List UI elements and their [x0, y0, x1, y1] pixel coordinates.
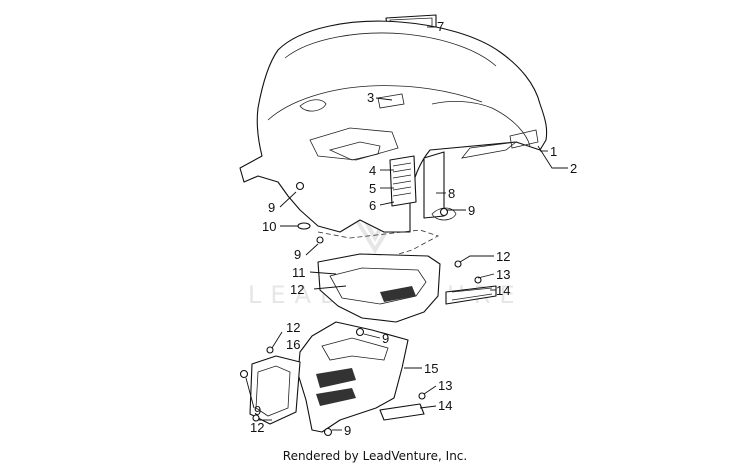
callout-12-lower: 12 — [250, 420, 264, 435]
callout-9-right: 9 — [468, 203, 475, 218]
fastener-9e — [239, 369, 249, 379]
leader-11 — [309, 271, 337, 275]
rear-body-storage-lid — [328, 141, 381, 161]
rear-body-reflector — [509, 129, 539, 149]
rear-body-outline — [239, 20, 548, 233]
decal-warning-lines — [392, 162, 412, 197]
fastener-12c — [252, 414, 260, 422]
fastener-10 — [297, 222, 311, 230]
callout-11: 11 — [292, 265, 306, 280]
leader-9c — [305, 243, 319, 256]
rear-body-ridge — [284, 32, 497, 67]
decal-side-stripe — [423, 151, 445, 219]
callout-13-lower: 13 — [438, 378, 452, 393]
rear-body-storage — [309, 127, 399, 161]
fasteners — [239, 181, 482, 437]
leader-9a — [279, 191, 297, 208]
callout-1: 1 — [550, 144, 557, 159]
fastener-13a — [474, 276, 482, 284]
callout-6: 6 — [369, 198, 376, 213]
fastener-9a — [295, 181, 305, 191]
leader-13b — [423, 385, 437, 395]
front-fender — [249, 321, 409, 433]
rear-body — [239, 20, 548, 233]
leader-9d — [363, 333, 381, 339]
rear-body-light — [431, 207, 457, 221]
callout-9-left: 9 — [268, 200, 275, 215]
callout-12-mid: 12 — [290, 282, 304, 297]
rear-body-label-3 — [377, 93, 405, 109]
fastener-13b — [418, 392, 426, 400]
callout-10: 10 — [262, 219, 276, 234]
callout-12-front: 12 — [286, 320, 300, 335]
rear-body-rack — [267, 85, 483, 121]
callout-13-upper: 13 — [496, 267, 510, 282]
rear-body-vent — [461, 141, 518, 159]
front-fender-top — [321, 337, 389, 361]
rear-body-side-ridge — [431, 100, 531, 147]
front-fender-flap-inner — [255, 365, 291, 417]
footrest-lower — [379, 403, 425, 421]
leader-6 — [379, 201, 395, 206]
callouts: 7 3 1 2 4 5 6 8 9 9 10 9 11 12 12 13 14 … — [250, 19, 577, 438]
callout-9-bottom: 9 — [344, 423, 351, 438]
rear-footwell-inner — [329, 267, 427, 305]
leader-13a — [477, 273, 495, 279]
callout-3: 3 — [367, 90, 374, 105]
callout-9-floor: 9 — [294, 247, 301, 262]
fastener-12b — [266, 346, 274, 354]
footer-credit: Rendered by LeadVenture, Inc. — [282, 449, 468, 463]
leader-9e — [245, 377, 255, 409]
callout-7: 7 — [437, 19, 444, 34]
callout-8: 8 — [448, 186, 455, 201]
callout-9-lower: 9 — [254, 403, 261, 418]
callout-12-right: 12 — [496, 249, 510, 264]
front-fender-flap — [249, 355, 301, 425]
rear-footwell — [317, 253, 441, 323]
callout-5: 5 — [369, 181, 376, 196]
fastener-9b — [439, 207, 449, 217]
callout-16: 16 — [286, 337, 300, 352]
leader-14b — [419, 405, 437, 409]
callout-4: 4 — [369, 163, 376, 178]
leader-3 — [375, 97, 393, 101]
callout-2: 2 — [570, 161, 577, 176]
front-fender-tread-2 — [316, 388, 356, 406]
callout-14-lower: 14 — [438, 398, 452, 413]
fastener-12a — [454, 260, 462, 268]
leader-2 — [537, 145, 568, 169]
fastener-9d — [355, 327, 365, 337]
front-fender-tread-1 — [316, 368, 356, 388]
fastener-9f — [323, 427, 333, 437]
decal-warning — [389, 155, 417, 207]
leader-12c — [271, 331, 283, 349]
callout-14-upper: 14 — [496, 283, 510, 298]
footrest-upper-tread — [451, 287, 493, 301]
footrest-upper — [445, 285, 497, 305]
leader-12b — [459, 255, 494, 263]
rear-footwell-tread — [380, 286, 416, 302]
leader-lines — [245, 26, 568, 431]
leader-12a — [313, 285, 347, 290]
callout-15: 15 — [424, 361, 438, 376]
rear-body-hole — [299, 99, 327, 112]
fastener-9c — [316, 236, 324, 244]
callout-9-front: 9 — [382, 331, 389, 346]
